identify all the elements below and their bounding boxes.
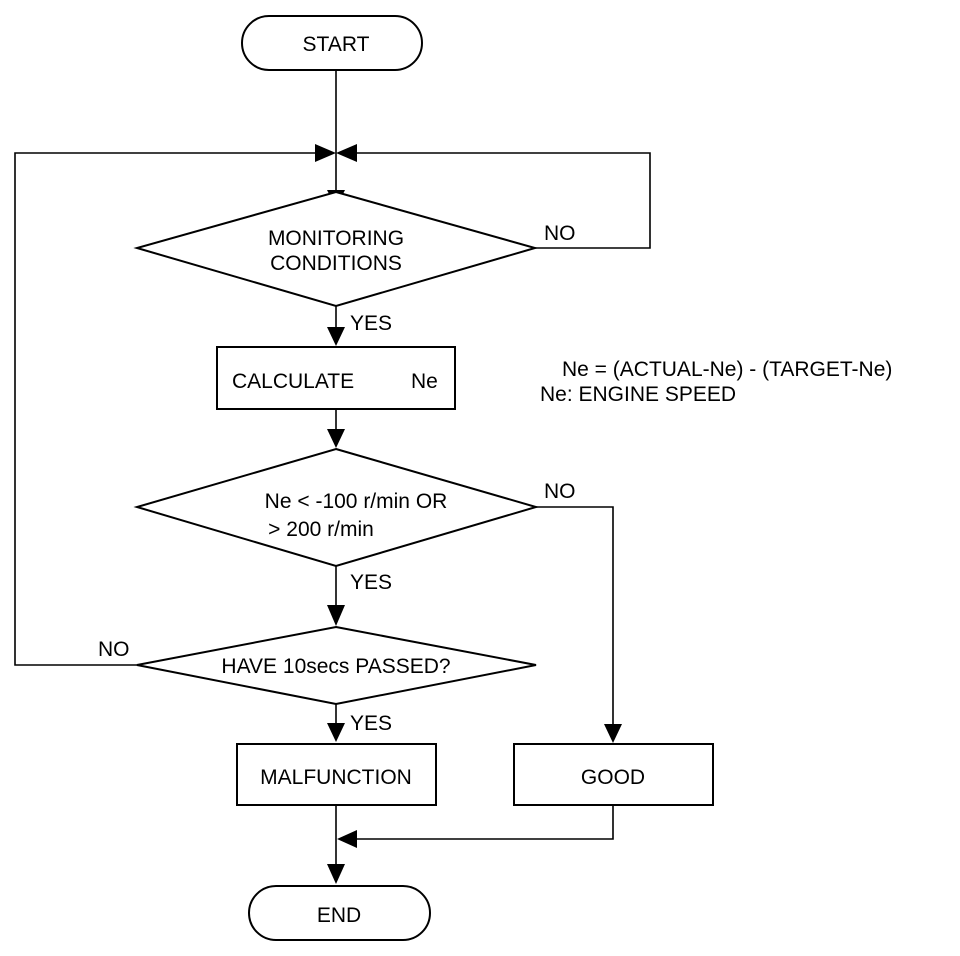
start-terminal: START [241, 15, 423, 71]
connectors [14, 70, 651, 866]
arrowhead-right-loop [336, 144, 357, 162]
arrowhead-good-merge [337, 830, 357, 848]
connector-threshold-no [536, 506, 614, 727]
process-good: GOOD [513, 743, 714, 806]
engine-speed-note: Ne: ENGINE SPEED [540, 383, 736, 406]
time-no-label: NO [98, 638, 130, 661]
monitoring-no-label: NO [544, 222, 576, 245]
start-label: START [303, 33, 370, 56]
arrowhead-into-good [604, 724, 622, 743]
arrowhead-left-loop [315, 144, 336, 162]
decision-time-label: HAVE 10secs PASSED? [221, 655, 450, 678]
threshold-yes-label: YES [350, 571, 392, 594]
decision-monitoring-line2: CONDITIONS [270, 252, 402, 275]
monitoring-yes-label: YES [350, 312, 392, 335]
end-terminal: END [248, 885, 431, 941]
good-label: GOOD [581, 766, 645, 789]
process-malfunction: MALFUNCTION [236, 743, 437, 806]
decision-threshold: Ne < -100 r/min OR > 200 r/min [133, 447, 540, 568]
arrowhead-into-end [327, 864, 345, 884]
connector-time-no-loop [14, 152, 318, 666]
malfunction-label: MALFUNCTION [260, 766, 412, 789]
decision-ten-seconds: HAVE 10secs PASSED? [136, 625, 537, 706]
arrowhead-into-calculate [327, 327, 345, 346]
connector-good-to-end [354, 805, 614, 840]
decision-threshold-line2: > 200 r/min [268, 518, 374, 541]
arrowhead-into-malfunction [327, 723, 345, 742]
formula-note: Ne = (ACTUAL-Ne) - (TARGET-Ne) [562, 358, 892, 381]
decision-monitoring-conditions: MONITORING CONDITIONS [133, 190, 539, 308]
end-label: END [317, 904, 361, 927]
formula-notes: Ne = (ACTUAL-Ne) - (TARGET-Ne) Ne: ENGIN… [540, 358, 892, 406]
calculate-variable: Ne [411, 370, 438, 393]
process-calculate: CALCULATE Ne [216, 346, 456, 410]
threshold-no-label: NO [544, 480, 576, 503]
connector-monitoring-no-loop [354, 152, 651, 249]
calculate-label: CALCULATE [232, 370, 354, 393]
decision-monitoring-line1: MONITORING [268, 227, 404, 250]
arrowhead-into-time [327, 605, 345, 626]
time-yes-label: YES [350, 712, 392, 735]
decision-threshold-line1: Ne < -100 r/min OR [265, 490, 448, 513]
arrowhead-into-threshold [327, 429, 345, 448]
branch-labels: NO YES NO YES NO YES [98, 222, 576, 735]
